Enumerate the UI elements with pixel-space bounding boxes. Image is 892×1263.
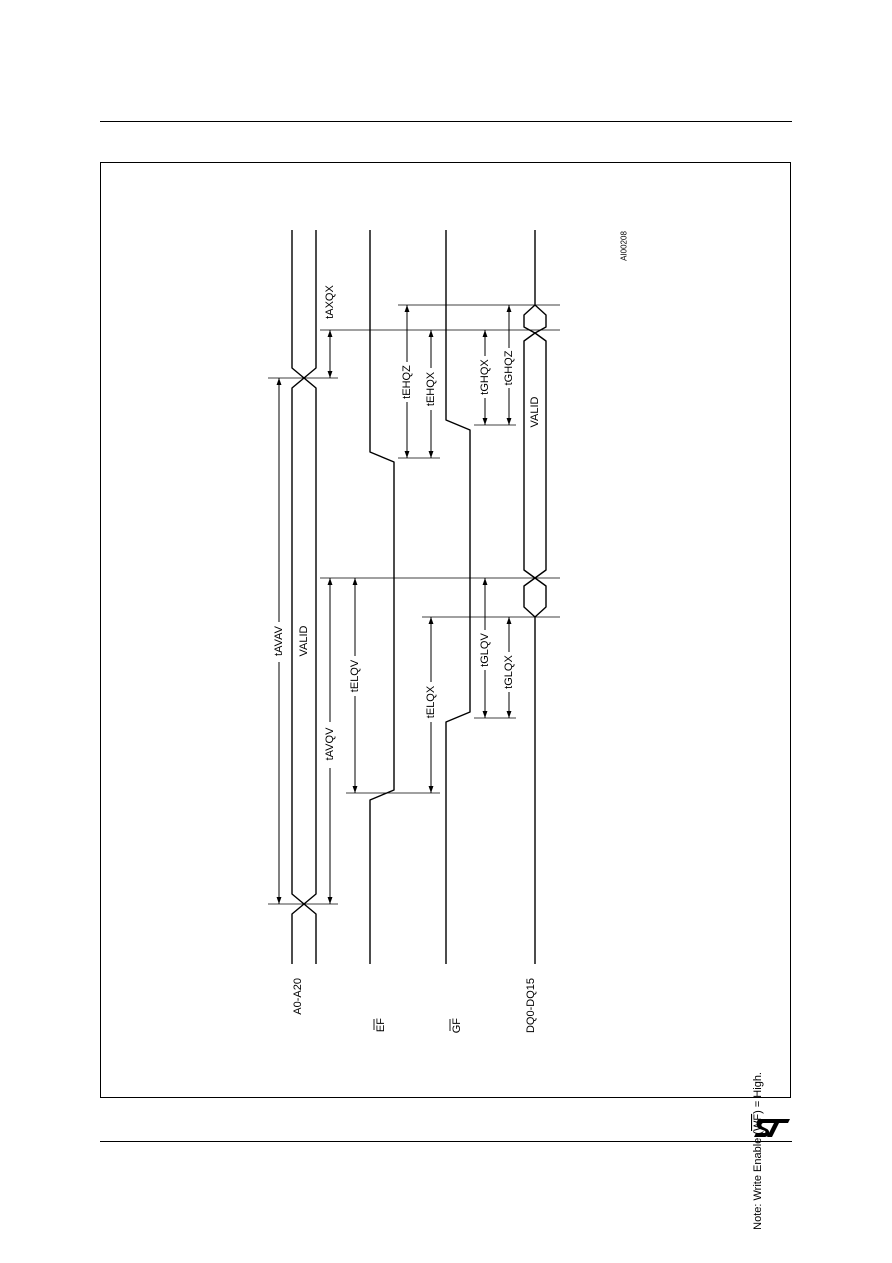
- address-bus-waveform: [291, 230, 317, 964]
- label-tghqx: tGHQX: [479, 359, 491, 395]
- ef-waveform: [369, 230, 395, 964]
- label-taxqx: tAXQX: [324, 285, 336, 319]
- label-tavqv: tAVQV: [324, 727, 336, 760]
- figure-note: Note: Write Enable (WF) = High.: [752, 1072, 764, 1230]
- figure-frame: [100, 162, 791, 1098]
- st-logo: ST: [754, 1119, 790, 1137]
- label-telqv: tELQV: [349, 659, 361, 692]
- header-rule: [100, 121, 792, 122]
- label-tglqv: tGLQV: [479, 633, 491, 667]
- signal-label-gf: GF: [451, 1018, 463, 1034]
- note-prefix: Note: Write Enable (: [752, 1131, 764, 1230]
- label-tehqx: tEHQX: [425, 371, 437, 406]
- signal-label-data: DQ0-DQ15: [525, 978, 537, 1033]
- figure-code: AI00208: [620, 231, 629, 261]
- label-tehqz: tEHQZ: [401, 365, 413, 399]
- label-tglqx: tGLQX: [503, 655, 515, 689]
- label-tavav: tAVAV: [273, 625, 285, 656]
- signal-label-address: A0-A20: [292, 978, 304, 1015]
- data-bus-waveform: [523, 230, 547, 964]
- data-valid-label: VALID: [529, 396, 541, 427]
- label-telqx: tELQX: [425, 685, 437, 718]
- gf-waveform: [445, 230, 471, 964]
- signal-label-ef: EF: [375, 1018, 387, 1032]
- address-valid-label: VALID: [298, 625, 310, 656]
- footer-rule: [100, 1141, 792, 1142]
- note-suffix: ) = High.: [752, 1072, 764, 1114]
- label-tghqz: tGHQZ: [503, 350, 515, 385]
